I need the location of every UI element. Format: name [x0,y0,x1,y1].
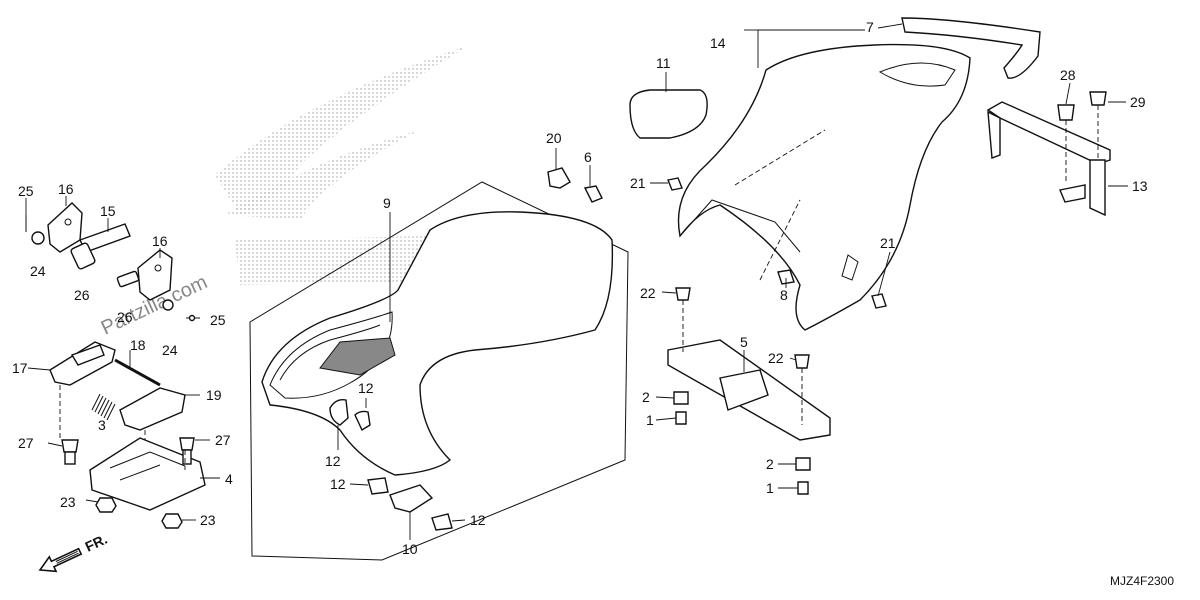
callout-29: 29 [1130,94,1146,110]
direction-label: FR. [83,531,110,555]
callout-23: 23 [200,512,216,528]
callout-12: 12 [330,476,346,492]
callout-20: 20 [546,130,562,146]
callout-9: 9 [383,195,391,211]
clip-pin-25b [188,314,196,322]
callouts: 25 16 15 16 24 26 26 25 24 18 17 19 3 27… [12,19,1148,557]
callout-6: 6 [584,149,592,165]
callout-21: 21 [880,235,896,251]
grommet-12b [354,410,371,432]
callout-16: 16 [152,233,168,249]
callout-23: 23 [60,494,76,510]
callout-25: 25 [18,183,34,199]
callout-1: 1 [766,480,774,496]
callout-26: 26 [117,309,133,325]
callout-7: 7 [866,19,874,35]
callout-15: 15 [100,203,116,219]
callout-18: 18 [130,337,146,353]
callout-27: 27 [215,432,231,448]
nut-6 [583,185,603,203]
nut-23a [95,497,117,513]
callout-8: 8 [780,287,788,303]
grab-rail-7 [901,17,1041,79]
callout-26: 26 [74,287,90,303]
callout-21: 21 [630,175,646,191]
grommet-12a [329,398,349,426]
seat-outline-box [249,181,629,561]
callout-5: 5 [740,334,748,350]
rear-bracket-13 [986,91,1111,217]
grommet-1a [675,411,687,425]
callout-25: 25 [210,312,226,328]
clip-12d [431,513,453,531]
pad-11 [629,89,708,139]
callout-27: 27 [18,435,34,451]
callout-12: 12 [358,380,374,396]
callout-24: 24 [162,342,178,358]
bolt-27a [61,439,79,453]
bolt-22a [675,287,691,301]
rod-18 [114,358,161,387]
hinge-plate-16a [47,202,83,253]
slot [841,254,859,281]
latch-19 [119,387,186,431]
screw-21b [871,293,887,309]
main-seat-9 [249,181,629,561]
callout-19: 19 [206,387,222,403]
callout-28: 28 [1060,67,1076,83]
seat-cushion [261,211,614,476]
seat-stay-5 [667,287,831,495]
callout-12: 12 [470,512,486,528]
callout-3: 3 [98,417,106,433]
callout-12: 12 [325,453,341,469]
callout-13: 13 [1132,178,1148,194]
callout-11: 11 [656,55,671,71]
nut-24b [162,299,174,311]
rear-seat-cowl-14 [629,17,1041,331]
callout-14: 14 [710,35,726,51]
callout-4: 4 [225,471,233,487]
grommet-1b [797,481,809,495]
collar-2b [795,457,811,471]
latch-assembly [25,202,206,529]
callout-2: 2 [766,456,774,472]
callout-24: 24 [30,263,46,279]
bracket-10 [389,484,434,513]
callout-22: 22 [640,285,656,301]
nut-23b [161,513,183,529]
base-bracket-4 [89,437,206,511]
callout-1: 1 [646,412,654,428]
bolt-29 [1089,91,1107,106]
collar-26b [116,270,140,288]
grommet-8 [777,269,795,285]
direction-arrow-icon [38,547,83,573]
seat-cowl [677,43,971,331]
screw-21a [667,177,683,191]
callout-10: 10 [402,541,418,557]
bolt-28 [1057,104,1075,121]
collar-26a [70,242,96,270]
callout-16: 16 [58,181,74,197]
bolt-22b [794,354,810,369]
clip-12c [367,477,389,495]
diagram-code: MJZ4F2300 [1110,574,1174,588]
callout-22: 22 [768,350,784,366]
spring-3 [91,393,116,421]
bolt-27b [179,437,195,451]
callout-17: 17 [12,360,28,376]
collar-2a [673,391,689,405]
nut-24a [31,231,45,245]
bolt-20 [547,167,571,189]
leader-lines [25,23,1128,540]
callout-2: 2 [642,389,650,405]
